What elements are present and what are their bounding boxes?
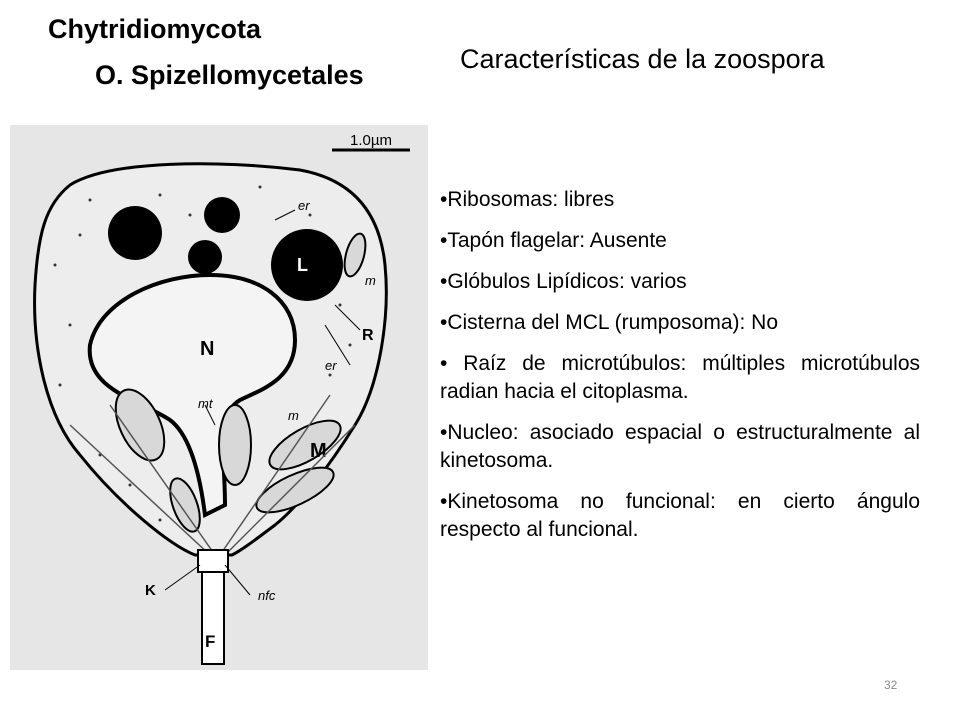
label-m-mid: m bbox=[288, 408, 299, 423]
bullet-raiz-microtubulos: • Raíz de microtúbulos: múltiples microt… bbox=[440, 352, 920, 403]
microtubule-root bbox=[69, 394, 356, 556]
bullet-nucleo: •Nucleo: asociado espacial o estructural… bbox=[440, 421, 920, 472]
scale-label: 1.0µm bbox=[350, 132, 392, 149]
zoospore-micrograph-drawing: 1.0µm L N M bbox=[10, 125, 428, 670]
label-mt: mt bbox=[198, 396, 214, 411]
label-F: F bbox=[205, 632, 215, 651]
bullet-cisterna-mcl: •Cisterna del MCL (rumposoma): No bbox=[440, 311, 779, 334]
label-er-top: er bbox=[298, 198, 310, 213]
nucleus bbox=[87, 272, 298, 519]
bullet-tapon-flagelar: •Tapón flagelar: Ausente bbox=[440, 229, 667, 252]
label-M: M bbox=[310, 440, 327, 462]
zoospore-diagram: 1.0µm L N M bbox=[33, 132, 410, 665]
phylum-title: Chytridiomycota bbox=[48, 14, 262, 44]
order-subtitle: O. Spizellomycetales bbox=[95, 60, 364, 90]
lipid-globule bbox=[188, 240, 222, 274]
leader-lines bbox=[164, 209, 361, 596]
label-K: K bbox=[145, 582, 156, 599]
slide-heading: Características de la zoospora bbox=[460, 44, 825, 74]
label-R: R bbox=[362, 327, 374, 344]
label-L: L bbox=[297, 255, 308, 275]
flagellum bbox=[201, 571, 225, 665]
lipid-globule bbox=[108, 206, 162, 260]
kinetosome bbox=[197, 549, 229, 573]
label-er-mid: er bbox=[325, 358, 337, 373]
bullet-globulos-lipidicos: •Glóbulos Lipídicos: varios bbox=[440, 270, 687, 293]
page-number: 32 bbox=[884, 678, 898, 692]
bullet-kinetosoma: •Kinetosoma no funcional: en cierto ángu… bbox=[440, 490, 920, 541]
label-m-right: m bbox=[365, 273, 376, 288]
bullet-ribosomas: •Ribosomas: libres bbox=[440, 188, 615, 211]
lipid-globule bbox=[204, 197, 240, 233]
label-N: N bbox=[200, 338, 214, 360]
lipid-globule-L bbox=[271, 229, 343, 301]
characteristics-list: •Ribosomas: libres •Tapón flagelar: Ause… bbox=[440, 186, 920, 557]
label-nfc: nfc bbox=[258, 588, 276, 603]
